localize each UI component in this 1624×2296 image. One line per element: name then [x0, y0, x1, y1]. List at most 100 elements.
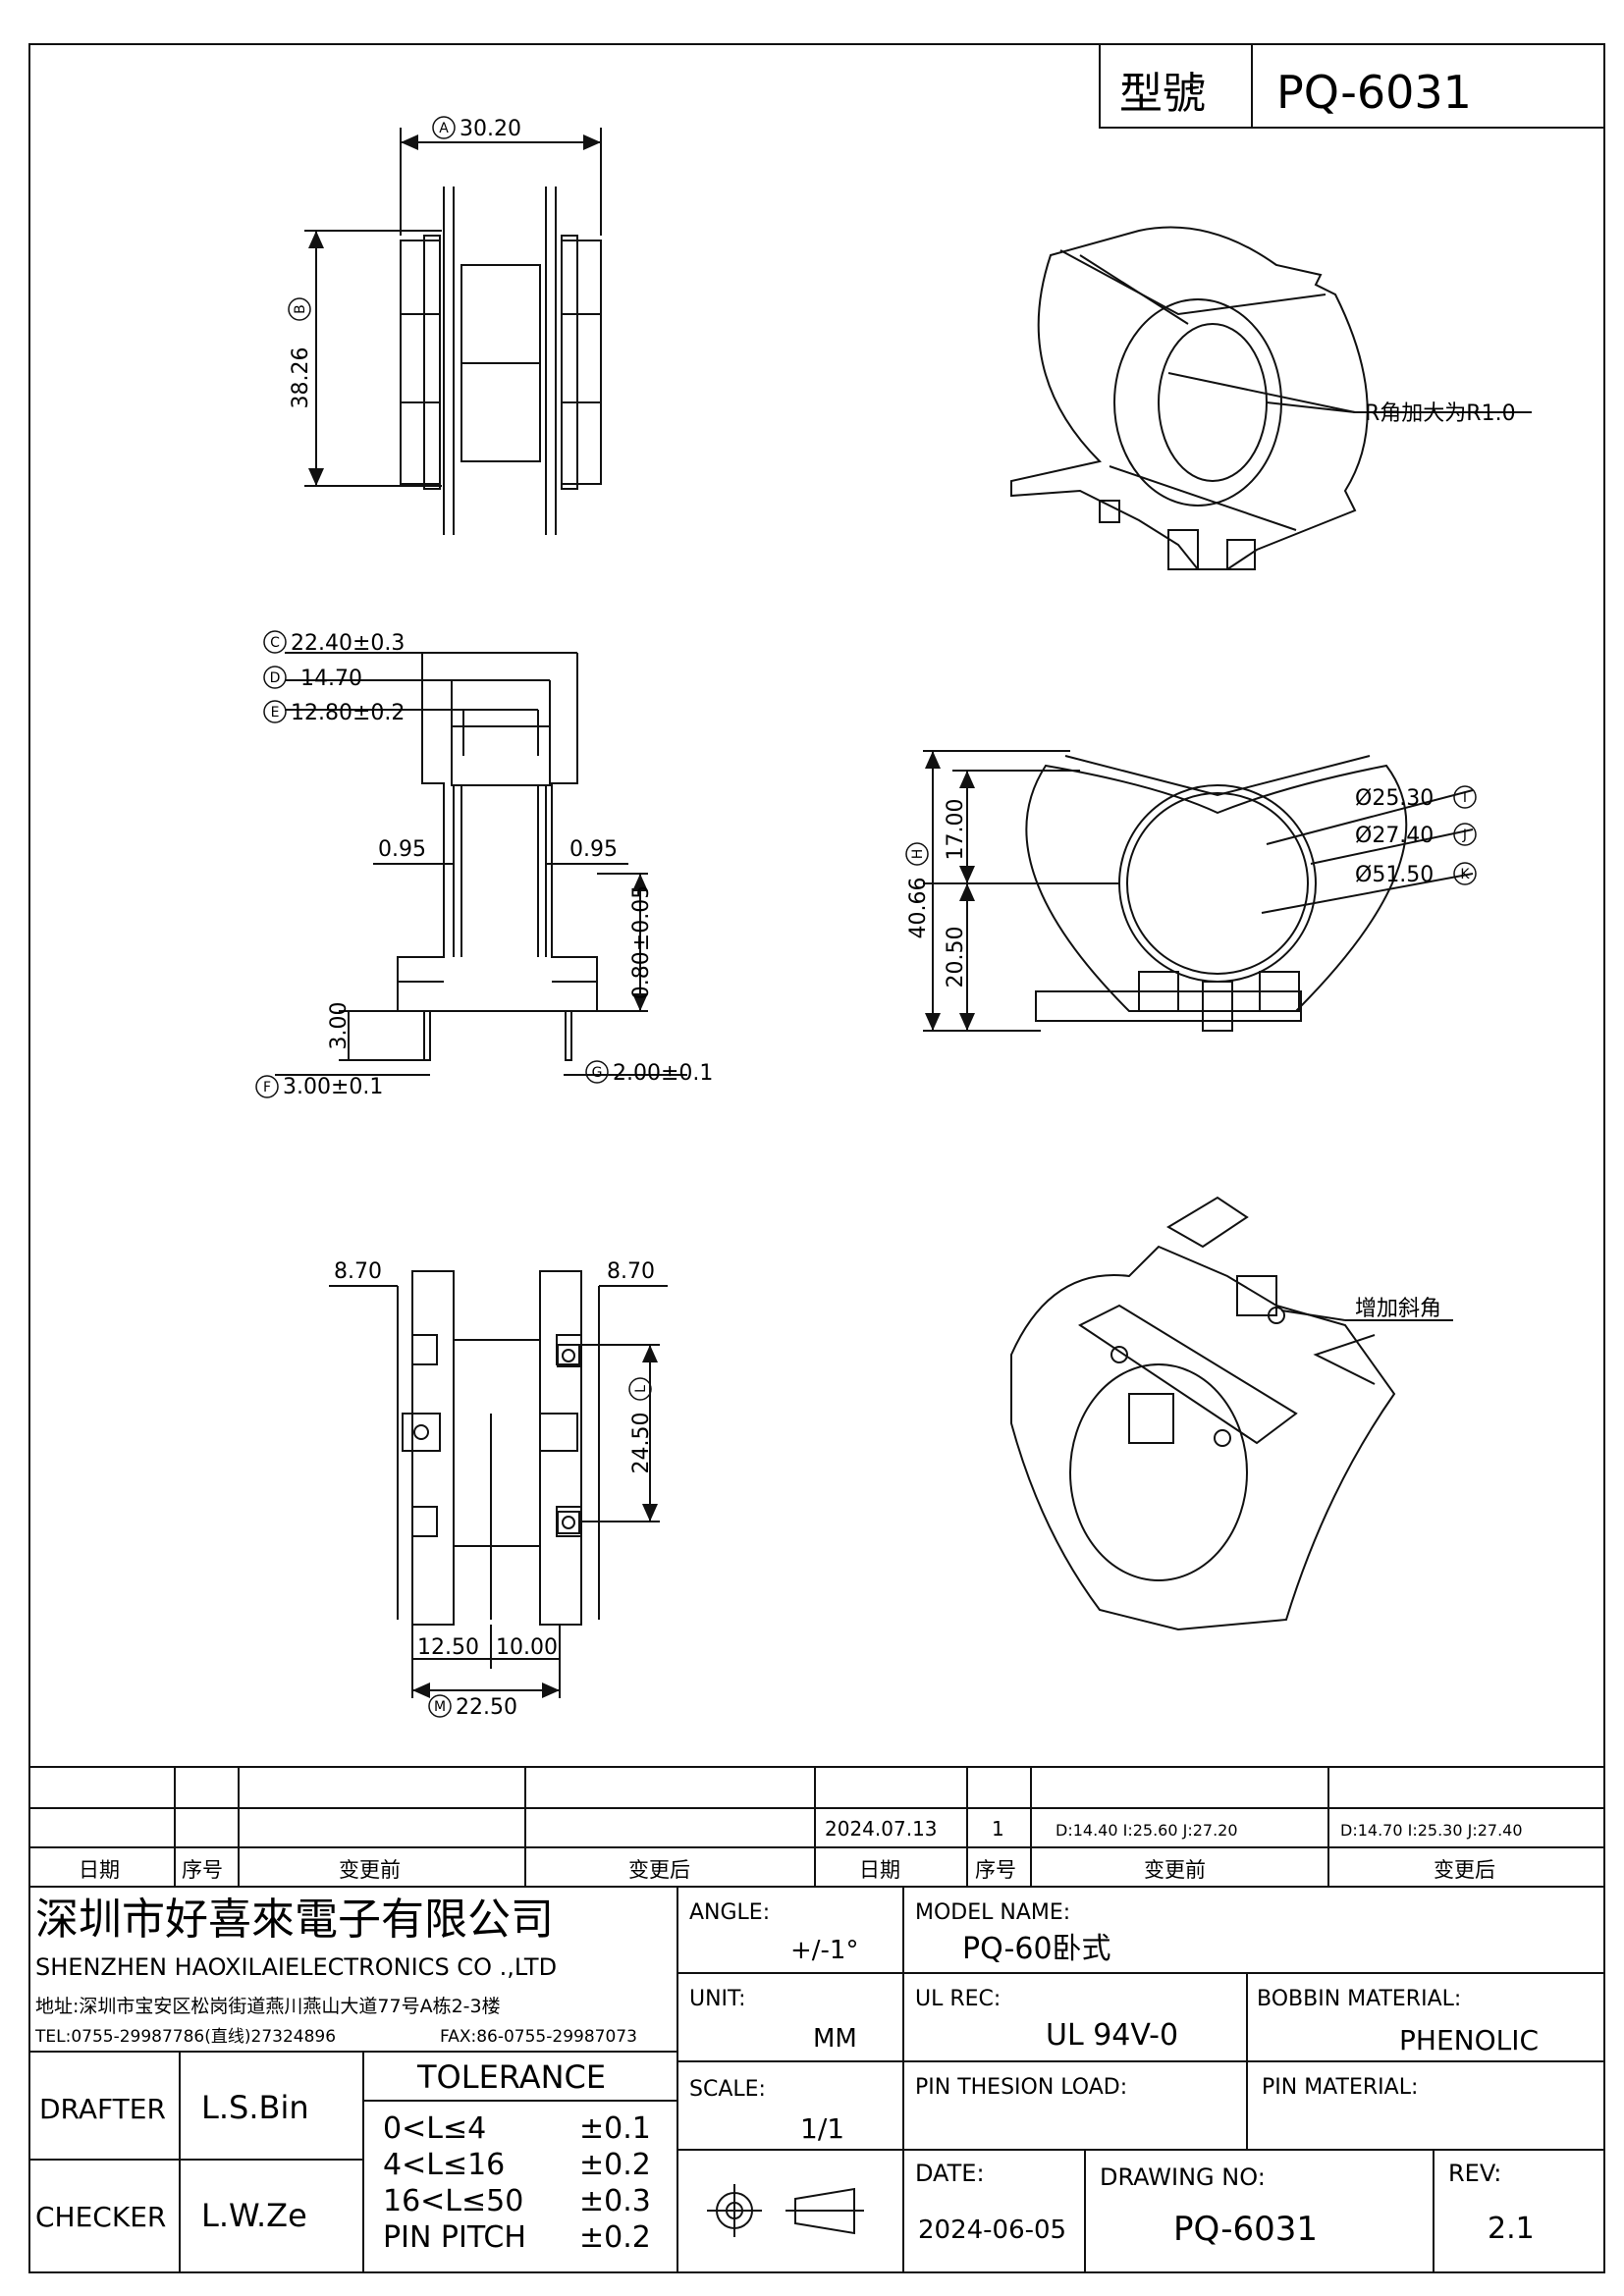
dim-I: Ø25.30 I: [1355, 785, 1477, 811]
ul-rec-value: UL 94V-0: [1046, 2018, 1178, 2053]
svg-text:G: G: [592, 1065, 603, 1081]
dim-H-lower: 20.50: [944, 927, 968, 988]
rev-header-date-1: 日期: [79, 1858, 120, 1882]
rev-value: 2.1: [1488, 2212, 1535, 2246]
sheet-border: [28, 43, 1605, 2273]
svg-text:I: I: [1463, 790, 1467, 806]
svg-text:3.00±0.1: 3.00±0.1: [283, 1075, 383, 1099]
date-value: 2024-06-05: [918, 2216, 1066, 2245]
dim-G: G 2.00±0.1: [585, 1060, 713, 1086]
pin-material-label: PIN MATERIAL:: [1262, 2075, 1418, 2100]
tolerance-range-1: 4<L≤16: [383, 2148, 505, 2182]
dim-E: E 12.80±0.2: [263, 700, 405, 725]
dim-b1: 12.50: [417, 1635, 479, 1660]
svg-text:3.00: 3.00: [327, 1002, 352, 1050]
tolerance-label: TOLERANCE: [416, 2058, 606, 2096]
unit-label: UNIT:: [689, 1987, 745, 2011]
dim-b2: 10.00: [496, 1635, 558, 1660]
dim-pin-height: 3.00: [327, 1002, 352, 1050]
pin-load-label: PIN THESION LOAD:: [915, 2075, 1127, 2100]
rev-before: D:14.40 I:25.60 J:27.20: [1056, 1821, 1238, 1840]
svg-text:J: J: [1462, 828, 1467, 843]
rev-date: 2024.07.13: [825, 1817, 938, 1841]
title-block-grid: [29, 1887, 1604, 2272]
model-value: PQ-6031: [1276, 66, 1472, 119]
tolerance-range-0: 0<L≤4: [383, 2111, 486, 2146]
callout-chamfer: 增加斜角: [1355, 1297, 1441, 1321]
dim-wall-left: 0.95: [378, 837, 426, 862]
ul-rec-label: UL REC:: [915, 1987, 1001, 2011]
top-view: [304, 128, 602, 535]
tolerance-value-2: ±0.3: [579, 2184, 651, 2218]
svg-text:0.80±0.05: 0.80±0.05: [629, 885, 654, 999]
rev-header-after-1: 变更后: [628, 1858, 690, 1882]
svg-text:C: C: [270, 635, 280, 651]
company-fax: FAX:86-0755-29987073: [440, 2027, 637, 2047]
svg-text:B: B: [293, 304, 308, 314]
checker-label: CHECKER: [35, 2201, 166, 2233]
dim-C: C 22.40±0.3: [263, 630, 405, 656]
svg-text:22.40±0.3: 22.40±0.3: [291, 631, 405, 656]
dim-L: 24.50 L: [628, 1377, 654, 1473]
callout-r-corner: R角加大为R1.0: [1365, 401, 1516, 426]
rev-header-seq-2: 序号: [975, 1858, 1016, 1882]
company-address: 地址:深圳市宝安区松岗街道燕川燕山大道77号A栋2-3楼: [35, 1996, 501, 2017]
dim-thickness: 0.80±0.05: [629, 885, 654, 999]
rev-seq: 1: [992, 1817, 1004, 1841]
dim-D: D 14.70: [263, 666, 362, 691]
model-header-box: 型號 PQ-6031: [1099, 43, 1605, 129]
tolerance-value-1: ±0.2: [579, 2148, 651, 2182]
svg-text:40.66: 40.66: [906, 878, 931, 939]
svg-text:H: H: [910, 849, 926, 860]
rev-header-seq-1: 序号: [182, 1858, 223, 1882]
svg-text:A: A: [439, 121, 449, 136]
svg-text:Ø51.50: Ø51.50: [1355, 863, 1434, 887]
svg-text:K: K: [1460, 867, 1470, 882]
rev-header-before-2: 变更前: [1144, 1858, 1206, 1882]
tolerance-value-3: ±0.2: [579, 2220, 651, 2255]
iso-view-bottom: [1010, 1196, 1453, 1631]
tolerance-range-2: 16<L≤50: [383, 2184, 523, 2218]
bottom-view: [329, 1270, 668, 1698]
svg-text:38.26: 38.26: [289, 347, 313, 409]
revision-table: [29, 1766, 1604, 1888]
dim-K: Ø51.50 K: [1355, 862, 1477, 887]
drawing-no-label: DRAWING NO:: [1100, 2163, 1266, 2191]
svg-text:30.20: 30.20: [460, 117, 521, 141]
svg-text:14.70: 14.70: [300, 667, 362, 691]
projection-symbol-icon: [707, 2184, 864, 2237]
scale-value: 1/1: [800, 2112, 844, 2145]
rev-label: REV:: [1448, 2160, 1501, 2187]
tolerance-value-0: ±0.1: [579, 2111, 651, 2146]
model-name-label: MODEL NAME:: [915, 1900, 1070, 1925]
drafter-label: DRAFTER: [39, 2093, 166, 2125]
model-name-value: PQ-60卧式: [962, 1932, 1111, 1966]
bobbin-material-label: BOBBIN MATERIAL:: [1257, 1987, 1461, 2011]
drawing-no-value: PQ-6031: [1173, 2210, 1318, 2249]
svg-text:L: L: [633, 1385, 649, 1393]
rev-after: D:14.70 I:25.30 J:27.40: [1340, 1821, 1523, 1840]
dim-H-upper: 17.00: [944, 799, 968, 861]
svg-text:Ø25.30: Ø25.30: [1355, 786, 1434, 811]
rev-header-date-2: 日期: [859, 1858, 900, 1882]
dim-B: 38.26 B: [288, 297, 313, 409]
angle-label: ANGLE:: [689, 1900, 770, 1925]
svg-text:F: F: [263, 1080, 271, 1095]
iso-view-top: [1010, 226, 1532, 570]
rev-header-after-2: 变更后: [1434, 1858, 1495, 1882]
dim-wall-right: 0.95: [569, 837, 618, 862]
svg-text:D: D: [270, 670, 281, 686]
dim-H: 40.66 H: [905, 842, 931, 939]
dim-J: Ø27.40 J: [1355, 823, 1477, 848]
front-view: [923, 750, 1474, 1032]
tolerance-range-3: PIN PITCH: [383, 2220, 526, 2255]
dim-F: F 3.00±0.1: [255, 1075, 383, 1099]
dim-A: A 30.20: [432, 116, 521, 141]
dim-side-right: 8.70: [607, 1259, 655, 1284]
dim-M: M 22.50: [428, 1694, 517, 1720]
rev-header-before-1: 变更前: [339, 1858, 401, 1882]
company-tel: TEL:0755-29987786(直线)27324896: [34, 2027, 336, 2047]
svg-text:17.00: 17.00: [944, 799, 968, 861]
scale-label: SCALE:: [689, 2077, 766, 2102]
dim-side-left: 8.70: [334, 1259, 382, 1284]
